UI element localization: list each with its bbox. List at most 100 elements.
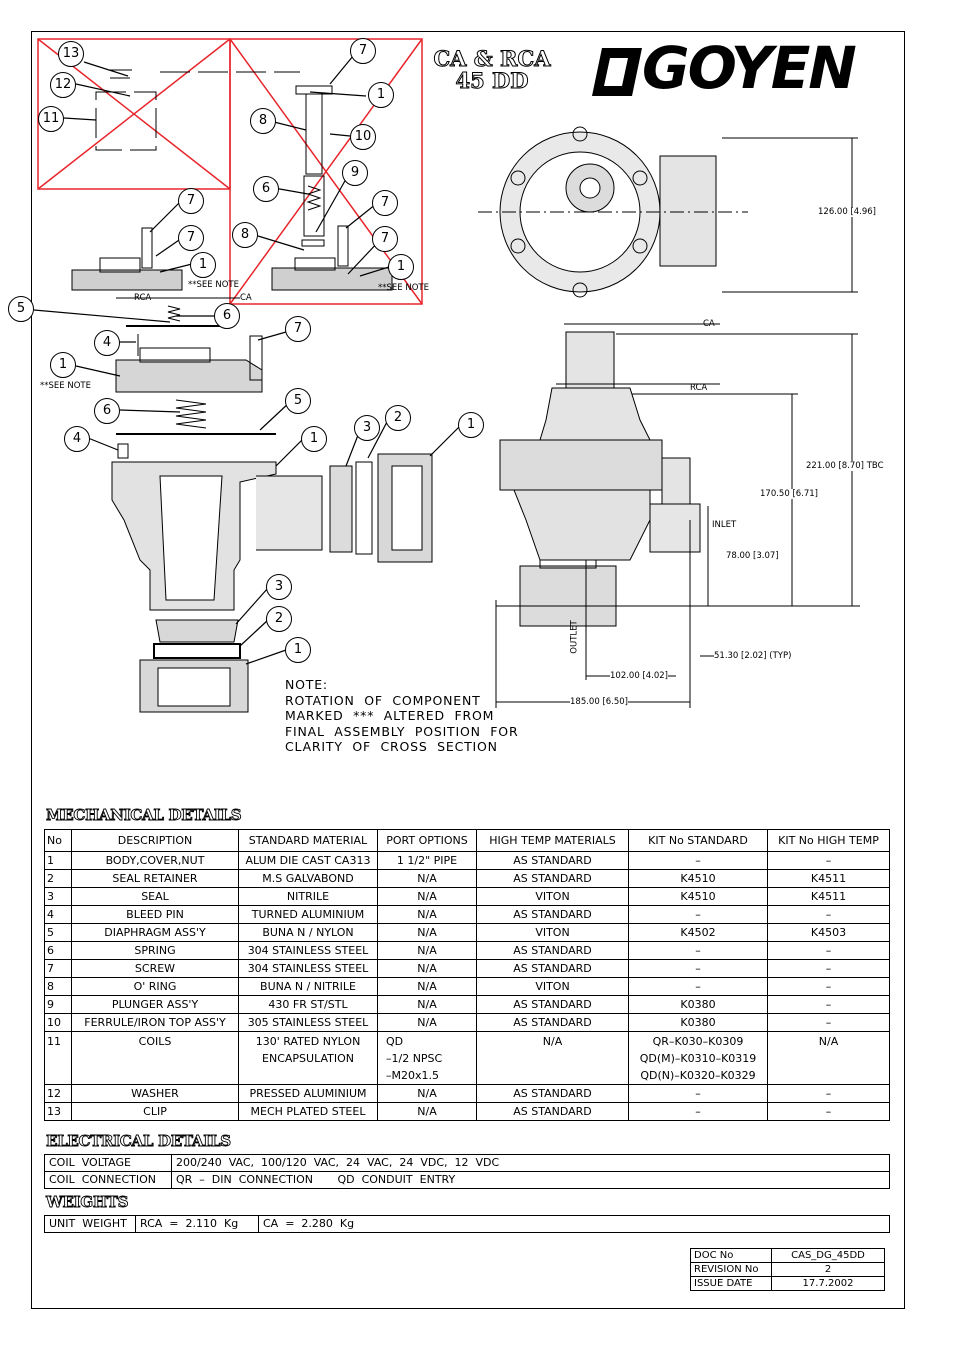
callout-7: 7 <box>285 316 311 342</box>
cell-kit-high-temp: – <box>767 851 890 870</box>
col-header: KIT No STANDARD <box>628 829 768 852</box>
cell-kit: K0380 <box>628 1013 768 1032</box>
cell-material: 304 STAINLESS STEEL <box>238 941 378 960</box>
goyen-logo: GOYEN <box>588 36 890 100</box>
cell-high-temp: AS STANDARD <box>476 905 629 924</box>
callout-7: 7 <box>372 226 398 252</box>
cell-high-temp: AS STANDARD <box>476 869 629 888</box>
cell-kit: – <box>628 1084 768 1103</box>
cell-kit: K4502 <box>628 923 768 942</box>
cell-kit-high-temp: – <box>767 995 890 1014</box>
title-line-1: CA & RCA <box>433 46 551 71</box>
callout-2: 2 <box>266 606 292 632</box>
dim-51: 51.30 [2.02] (TYP) <box>714 651 792 661</box>
ca-weight: CA = 2.280 Kg <box>258 1215 890 1233</box>
cell-line: QD(M)–K0310–K0319 <box>639 1052 757 1065</box>
callout-5: 5 <box>285 388 311 414</box>
callout-4: 4 <box>64 426 90 452</box>
table-header-row: No DESCRIPTION STANDARD MATERIAL PORT OP… <box>44 829 890 852</box>
table-row: COIL CONNECTION QR – DIN CONNECTION QD C… <box>44 1171 890 1189</box>
cell-kit-high-temp: N/A <box>767 1031 890 1085</box>
cell-high-temp: AS STANDARD <box>476 959 629 978</box>
callout-1: 1 <box>301 426 327 452</box>
cell-line: –1/2 NPSC <box>386 1052 443 1065</box>
cell-kit-high-temp: K4511 <box>767 869 890 888</box>
callout-5: 5 <box>8 296 34 322</box>
cell-kit-high-temp: – <box>767 959 890 978</box>
cell-kit-high-temp: K4511 <box>767 887 890 906</box>
ca-dimension-label: CA <box>703 319 715 329</box>
callout-6: 6 <box>94 398 120 424</box>
cell-material: BUNA N / NYLON <box>238 923 378 942</box>
see-note-label: **SEE NOTE <box>40 381 91 391</box>
cell-kit-high-temp: – <box>767 1084 890 1103</box>
rca-weight: RCA = 2.110 Kg <box>135 1215 259 1233</box>
cell-kit-high-temp: – <box>767 977 890 996</box>
inlet-label: INLET <box>712 520 737 530</box>
cell-port: N/A <box>377 1102 477 1121</box>
dim-170: 170.50 [6.71] <box>760 489 819 499</box>
cell-description: SPRING <box>71 941 239 960</box>
cell-kit-high-temp: K4503 <box>767 923 890 942</box>
note-line: NOTE: <box>285 677 328 692</box>
cell-material: 430 FR ST/STL <box>238 995 378 1014</box>
cell-kit: K4510 <box>628 869 768 888</box>
cell-kit: K0380 <box>628 995 768 1014</box>
electrical-details-table: COIL VOLTAGE 200/240 VAC, 100/120 VAC, 2… <box>44 1154 890 1189</box>
table-row: UNIT WEIGHT RCA = 2.110 Kg CA = 2.280 Kg <box>44 1215 890 1233</box>
callout-12: 12 <box>50 72 76 98</box>
cell-port: N/A <box>377 887 477 906</box>
callout-6: 6 <box>253 176 279 202</box>
cell-material: PRESSED ALUMINIUM <box>238 1084 378 1103</box>
callout-7: 7 <box>178 225 204 251</box>
cell-port: N/A <box>377 977 477 996</box>
callout-6: 6 <box>214 303 240 329</box>
cell-material: 305 STAINLESS STEEL <box>238 1013 378 1032</box>
callout-13: 13 <box>58 41 84 67</box>
doc-no-label: DOC No <box>690 1248 772 1263</box>
see-note-label: **SEE NOTE <box>378 283 429 293</box>
callout-3: 3 <box>266 574 292 600</box>
cell-kit: – <box>628 1102 768 1121</box>
cell-material: M.S GALVABOND <box>238 869 378 888</box>
cell-port: N/A <box>377 905 477 924</box>
cell-port: N/A <box>377 923 477 942</box>
cell-material: ALUM DIE CAST CA313 <box>238 851 378 870</box>
cell-no: 2 <box>44 869 72 888</box>
cell-kit: – <box>628 941 768 960</box>
cell-kit-high-temp: – <box>767 1102 890 1121</box>
callout-7: 7 <box>350 38 376 64</box>
cell-port: N/A <box>377 995 477 1014</box>
col-header: STANDARD MATERIAL <box>238 829 378 852</box>
coil-voltage-value: 200/240 VAC, 100/120 VAC, 24 VAC, 24 VDC… <box>171 1154 890 1172</box>
callout-1: 1 <box>388 254 414 280</box>
callout-9: 9 <box>342 160 368 186</box>
coil-connection-value: QR – DIN CONNECTION QD CONDUIT ENTRY <box>171 1171 890 1189</box>
cell-no: 12 <box>44 1084 72 1103</box>
drawing-frame <box>31 31 905 1309</box>
cell-line: –M20x1.5 <box>386 1069 439 1082</box>
cell-description: PLUNGER ASS'Y <box>71 995 239 1014</box>
cell-line: QD <box>386 1035 404 1048</box>
cell-description: BLEED PIN <box>71 905 239 924</box>
cell-port: N/A <box>377 1013 477 1032</box>
note-line: MARKED *** ALTERED FROM <box>285 708 495 723</box>
doc-no-value: CAS_DG_45DD <box>771 1248 885 1263</box>
outlet-label: OUTLET <box>569 620 580 654</box>
callout-11: 11 <box>38 106 64 132</box>
cell-high-temp: AS STANDARD <box>476 1102 629 1121</box>
cell-description: COILS <box>71 1031 239 1085</box>
issue-date-value: 17.7.2002 <box>771 1276 885 1291</box>
callout-8: 8 <box>250 108 276 134</box>
